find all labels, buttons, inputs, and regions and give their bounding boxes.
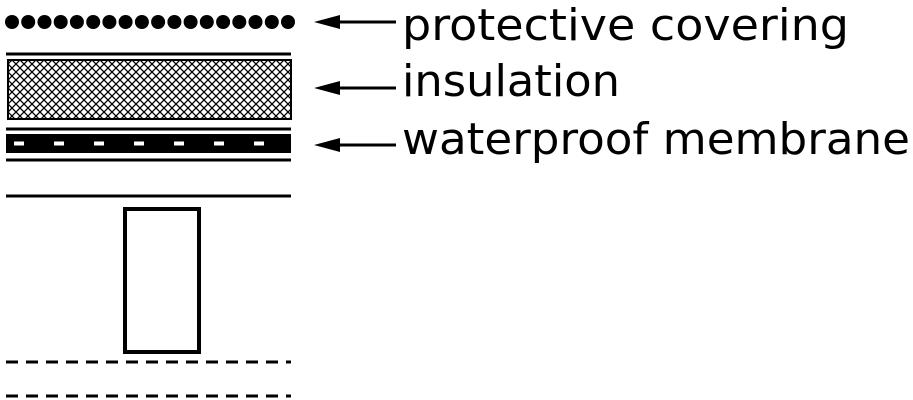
label-waterproof-membrane: waterproof membrane [402, 114, 910, 165]
label-protective-covering: protective covering [402, 0, 849, 51]
label-insulation: insulation [402, 56, 620, 107]
protective-covering-dot [102, 15, 117, 29]
protective-covering-dot [199, 15, 214, 29]
protective-covering-dot [21, 15, 36, 29]
protective-covering-dot [134, 15, 149, 29]
protective-covering-dot [86, 15, 101, 29]
protective-covering-dot [53, 15, 68, 29]
protective-covering-dot [216, 15, 231, 29]
arrow-protective-covering [314, 15, 396, 29]
arrow-waterproof-membrane [314, 138, 396, 152]
protective-covering-dot [69, 15, 84, 29]
protective-covering-dot [5, 15, 19, 29]
protective-covering-dot [183, 15, 198, 29]
insulation-layer [7, 59, 292, 120]
protective-covering-dot [118, 15, 133, 29]
roof-joist [123, 207, 201, 354]
arrow-insulation [314, 81, 396, 95]
protective-covering-dot [281, 15, 295, 29]
waterproof-membrane-layer [6, 127, 291, 162]
protective-covering-dot [37, 15, 52, 29]
protective-covering-dot [151, 15, 166, 29]
protective-covering-dot [248, 15, 263, 29]
protective-covering-layer [5, 15, 295, 29]
protective-covering-dot [232, 15, 247, 29]
protective-covering-dot [167, 15, 182, 29]
protective-covering-dot [264, 15, 279, 29]
